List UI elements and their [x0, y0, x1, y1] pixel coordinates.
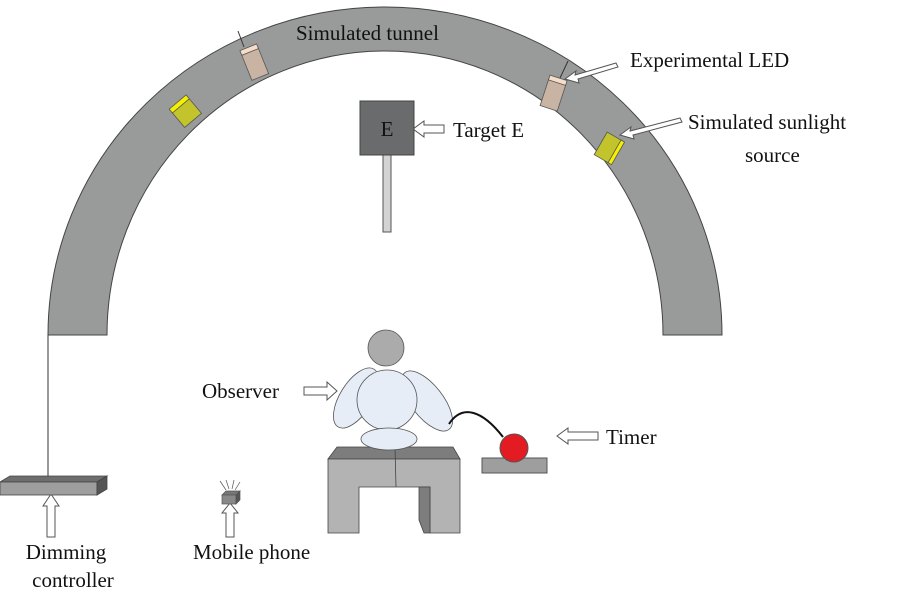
observer	[333, 329, 453, 451]
led-wire	[237, 30, 245, 48]
arrow-experimental-led	[563, 62, 619, 84]
experimental-led-left	[239, 43, 270, 81]
timer-cable	[448, 411, 504, 438]
tunnel-label: Simulated tunnel	[296, 21, 439, 45]
dimming-label-line1: Dimming	[26, 540, 107, 564]
target-board	[359, 100, 415, 156]
target-letter: E	[381, 117, 394, 141]
led-wire	[559, 60, 569, 79]
timer-button	[499, 433, 529, 463]
timer-label: Timer	[606, 425, 657, 449]
seat	[327, 446, 461, 534]
mobile-phone	[219, 479, 241, 505]
observer-label: Observer	[202, 379, 279, 403]
experimental-led-right	[539, 74, 568, 112]
sunlight-source-right	[593, 131, 626, 166]
experimental-led-label: Experimental LED	[630, 48, 789, 72]
arrow-phone	[220, 502, 240, 538]
sunlight-label-line2: source	[745, 143, 800, 167]
arrow-dimming	[42, 493, 60, 538]
arrow-observer	[303, 380, 338, 402]
arrow-sunlight	[618, 117, 683, 140]
dimming-controller	[0, 475, 109, 496]
sunlight-label-line1: Simulated sunlight	[688, 110, 846, 134]
sunlight-source-left	[168, 94, 203, 129]
dimming-label-line2: controller	[32, 568, 114, 592]
target-stand	[382, 151, 392, 233]
arrow-target	[412, 120, 445, 138]
target-label: Target E	[453, 118, 524, 142]
arrow-timer	[556, 427, 599, 445]
phone-label: Mobile phone	[193, 540, 310, 564]
